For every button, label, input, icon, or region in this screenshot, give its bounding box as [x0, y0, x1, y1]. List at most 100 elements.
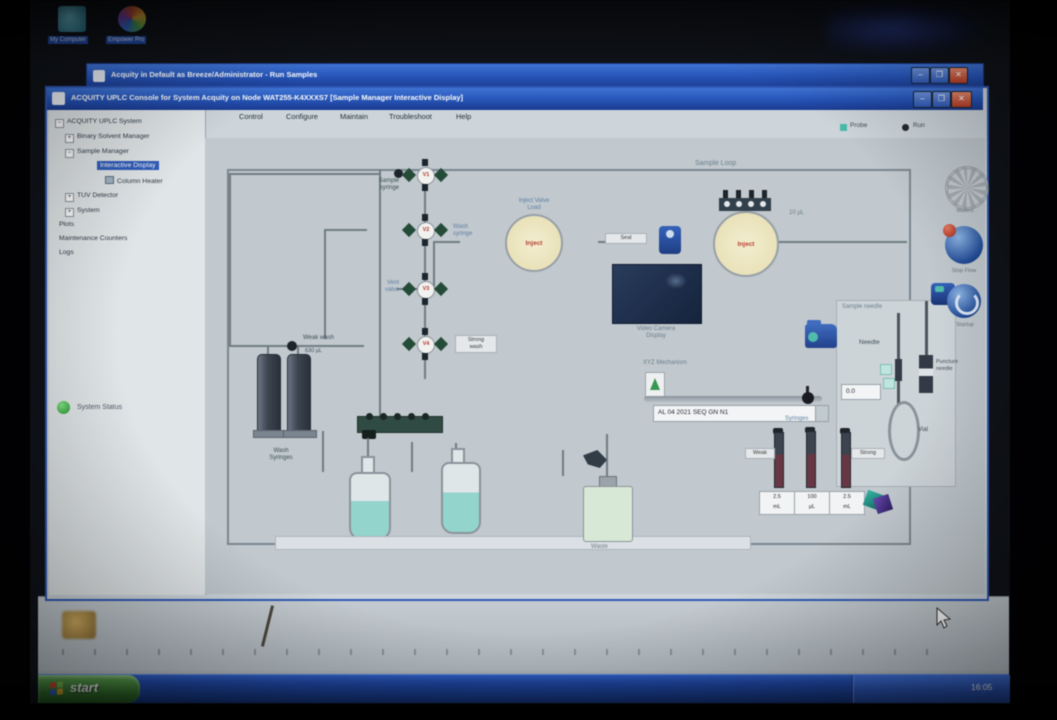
maximize-button[interactable]: ❐ [930, 67, 949, 84]
expand-icon[interactable] [65, 193, 74, 202]
waste-container [583, 486, 633, 542]
ruler-ticks [62, 649, 942, 655]
stop-flow-icon[interactable] [943, 224, 983, 264]
needle-value-field: 0.0 [841, 384, 881, 400]
icon-caption: Startup [956, 322, 974, 328]
crt-screen: My Computer Empower Pro Acquity in Defau… [30, 0, 1010, 704]
desktop-icon-empower[interactable]: Empower Pro [106, 6, 147, 44]
tree-item[interactable]: TUV Detector [65, 192, 118, 202]
folder-tab [807, 320, 821, 325]
system-tray: 16:05 [852, 675, 1010, 703]
tree-item[interactable]: Logs [59, 249, 74, 256]
wash-syringe-cylinder [287, 354, 311, 434]
folder-stack-icon [62, 611, 96, 639]
inject-valve-2[interactable]: Inject [713, 211, 779, 277]
tree-item[interactable]: ACQUITY UPLC System [55, 118, 142, 128]
menu-configure[interactable]: Configure [286, 112, 319, 121]
valve-v2[interactable]: V2 [401, 214, 449, 246]
tree-item[interactable]: Column Heater [105, 176, 163, 185]
tree-item[interactable]: Sample Manager [65, 148, 129, 158]
app-icon [93, 70, 105, 82]
puncture-line [925, 301, 928, 361]
expand-icon[interactable] [65, 134, 74, 143]
loop-port [760, 201, 766, 207]
empower-icon [118, 6, 146, 32]
manifold-port [394, 413, 401, 420]
legend: Probe Run [840, 122, 990, 134]
expand-icon[interactable] [65, 208, 74, 217]
valve-v1[interactable]: V1 [401, 159, 449, 191]
tube-segment [606, 434, 608, 476]
valve-port [433, 336, 449, 352]
sample-organizer-icon [862, 489, 895, 516]
carriage[interactable] [802, 392, 814, 404]
needle-camera-view [612, 264, 702, 324]
collapse-icon[interactable] [65, 149, 74, 158]
wash-syringe-cylinder [257, 354, 281, 434]
desktop-icon-my-computer[interactable]: My Computer [48, 6, 89, 44]
loop-port [748, 201, 754, 207]
valve-port [433, 167, 449, 183]
valve-port [401, 281, 417, 297]
computer-icon [58, 6, 86, 32]
tube-segment [325, 229, 367, 231]
tree-item[interactable]: Maintenance Counters [59, 235, 128, 242]
legend-swatch-probe [840, 124, 847, 131]
background-window-title: Acquity in Default as Breeze/Administrat… [111, 70, 318, 79]
tube-segment [322, 431, 324, 472]
pen-icon [260, 605, 275, 647]
syringes-label: Syringes [785, 416, 809, 422]
inject-valve[interactable]: Inject [505, 214, 563, 272]
syringe-gauge [841, 432, 851, 488]
tree-item[interactable]: Plots [59, 221, 75, 228]
status-led [57, 401, 70, 414]
menu-help[interactable]: Help [456, 112, 472, 121]
tree-item-selected[interactable]: Interactive Display [97, 161, 159, 170]
close-button[interactable]: ✕ [951, 91, 972, 108]
console-titlebar[interactable]: ACQUITY UPLC Console for System Acquity … [47, 88, 983, 110]
legend-swatch-run [902, 124, 909, 131]
weak-tag: Weak [745, 448, 775, 459]
sensor-chip [880, 364, 892, 375]
valve-port [401, 167, 417, 183]
start-button[interactable]: start [38, 675, 140, 703]
valve-v4[interactable]: V4 [401, 328, 449, 360]
needle-label: Needle [859, 339, 880, 346]
sample-loop-label: Sample Loop [695, 160, 737, 167]
maximize-button[interactable]: ❐ [932, 91, 951, 108]
menu-maintain[interactable]: Maintain [340, 112, 368, 121]
flag-triangle [650, 378, 660, 390]
pump-dot [287, 341, 297, 351]
tree-item[interactable]: Binary Solvent Manager [65, 133, 150, 143]
minimize-button[interactable]: – [913, 91, 932, 108]
flow-path-border [227, 169, 911, 545]
tree-item[interactable]: System [65, 207, 100, 217]
minimize-button[interactable]: – [911, 67, 930, 84]
menu-control[interactable]: Control [239, 112, 263, 121]
collapse-icon[interactable] [55, 119, 64, 128]
icon-caption: Stop Flow [951, 268, 977, 274]
seal-label: Seal [605, 233, 647, 244]
start-label: start [70, 680, 99, 695]
valve-port [433, 281, 449, 297]
folder-icon[interactable] [805, 320, 837, 348]
startup-icon[interactable] [947, 284, 981, 318]
vial-oval [888, 401, 920, 461]
readout-spinner[interactable] [815, 405, 829, 422]
xyz-label: XYZ Mechanism [643, 360, 688, 366]
manifold-port [408, 413, 415, 420]
close-button[interactable]: ✕ [949, 67, 968, 84]
menu-troubleshoot[interactable]: Troubleshoot [389, 112, 432, 121]
stop-dot [943, 224, 956, 237]
tube-segment [433, 241, 460, 243]
valve-v3[interactable]: V3 [401, 273, 449, 305]
